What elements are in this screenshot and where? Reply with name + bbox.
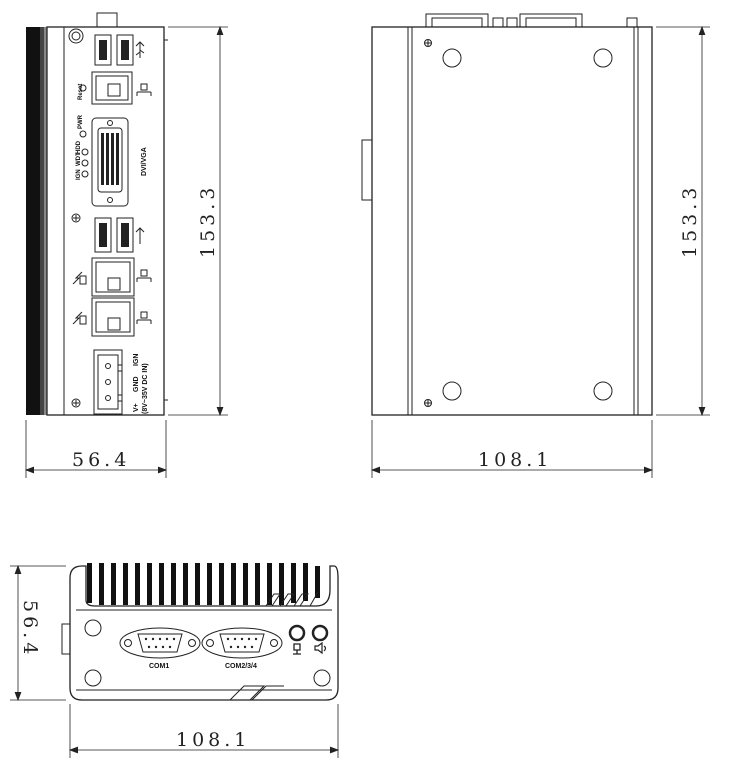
network-icon xyxy=(136,83,152,96)
hdd-led xyxy=(81,170,89,178)
reset-button xyxy=(79,84,87,92)
network-icon xyxy=(136,311,152,324)
hdd-label: HDD xyxy=(76,140,82,154)
network-icon xyxy=(136,269,152,282)
rear-length-dim: 108.1 xyxy=(176,729,250,751)
lan-port xyxy=(91,71,133,105)
front-width-dim: 56.4 xyxy=(72,449,130,471)
front-dimension-lines xyxy=(24,25,228,478)
front-view xyxy=(26,12,168,416)
db9-connector-top xyxy=(425,13,489,28)
microphone-icon xyxy=(293,643,301,655)
screw-icon xyxy=(424,399,432,407)
screw-icon xyxy=(424,39,432,47)
poe-lan-port xyxy=(91,297,135,337)
ign-label: IGN xyxy=(76,169,82,180)
front-panel xyxy=(46,26,165,416)
screw-icon xyxy=(71,213,81,223)
com1-label: COM1 xyxy=(149,663,169,670)
reset-label: Reset xyxy=(78,84,84,100)
mounting-hole xyxy=(593,381,613,401)
usb3-icon xyxy=(135,227,145,244)
usb-icon xyxy=(135,41,145,58)
front-labels: Reset PWR IGN WDT HDD DVI/VGA V+ GND IGN… xyxy=(76,84,149,414)
poe-lan-port xyxy=(91,257,135,297)
side-view xyxy=(361,13,653,416)
mounting-hole xyxy=(442,48,462,68)
speaker-icon xyxy=(314,641,327,655)
power-v-label: V+ xyxy=(133,403,140,412)
heatsink-fins-top xyxy=(87,563,320,605)
mounting-hole xyxy=(84,619,102,637)
power-ign-label: IGN xyxy=(133,354,140,366)
screw-icon xyxy=(71,398,81,408)
pwr-label: PWR xyxy=(78,114,84,129)
side-bracket xyxy=(61,623,71,655)
db9-connector-top xyxy=(519,13,583,28)
dvi-port xyxy=(91,117,129,207)
usb3-port xyxy=(94,217,112,253)
usb-port xyxy=(94,34,112,66)
poe-icon xyxy=(72,271,87,285)
mounting-hole xyxy=(442,381,462,401)
front-height-dim: 153.3 xyxy=(197,184,219,258)
side-dimension-lines xyxy=(370,25,710,478)
rear-height-dim: 56.4 xyxy=(19,600,41,658)
pwr-led xyxy=(79,130,87,138)
usb-port xyxy=(116,34,134,66)
dvi-label: DVI/VGA xyxy=(141,147,148,176)
mic-jack xyxy=(288,624,306,642)
power-button-icon xyxy=(68,28,84,44)
side-bracket xyxy=(361,139,373,201)
rear-view xyxy=(61,563,339,701)
wdt-led xyxy=(81,159,89,167)
rear-dimension-lines xyxy=(10,564,340,758)
dc-power-connector xyxy=(93,349,123,415)
mounting-hole xyxy=(593,48,613,68)
speaker-jack xyxy=(311,624,329,642)
com234-label: COM2/3/4 xyxy=(225,663,257,670)
power-gnd-label: GND xyxy=(133,376,140,392)
poe-icon xyxy=(72,311,87,325)
power-range-label: (8V~35V DC IN) xyxy=(142,363,149,414)
side-panel xyxy=(371,26,653,416)
mounting-hole xyxy=(313,669,331,687)
com1-port xyxy=(119,627,201,659)
side-height-dim: 153.3 xyxy=(679,184,701,258)
antenna-knob xyxy=(96,12,118,28)
heatsink-fins xyxy=(26,27,40,415)
side-length-dim: 108.1 xyxy=(478,449,552,471)
mounting-hole xyxy=(84,669,102,687)
usb3-port xyxy=(116,217,134,253)
ign-led xyxy=(81,148,89,156)
wdt-label: WDT xyxy=(76,152,82,166)
rear-shell xyxy=(69,565,339,701)
com234-port xyxy=(201,627,283,659)
